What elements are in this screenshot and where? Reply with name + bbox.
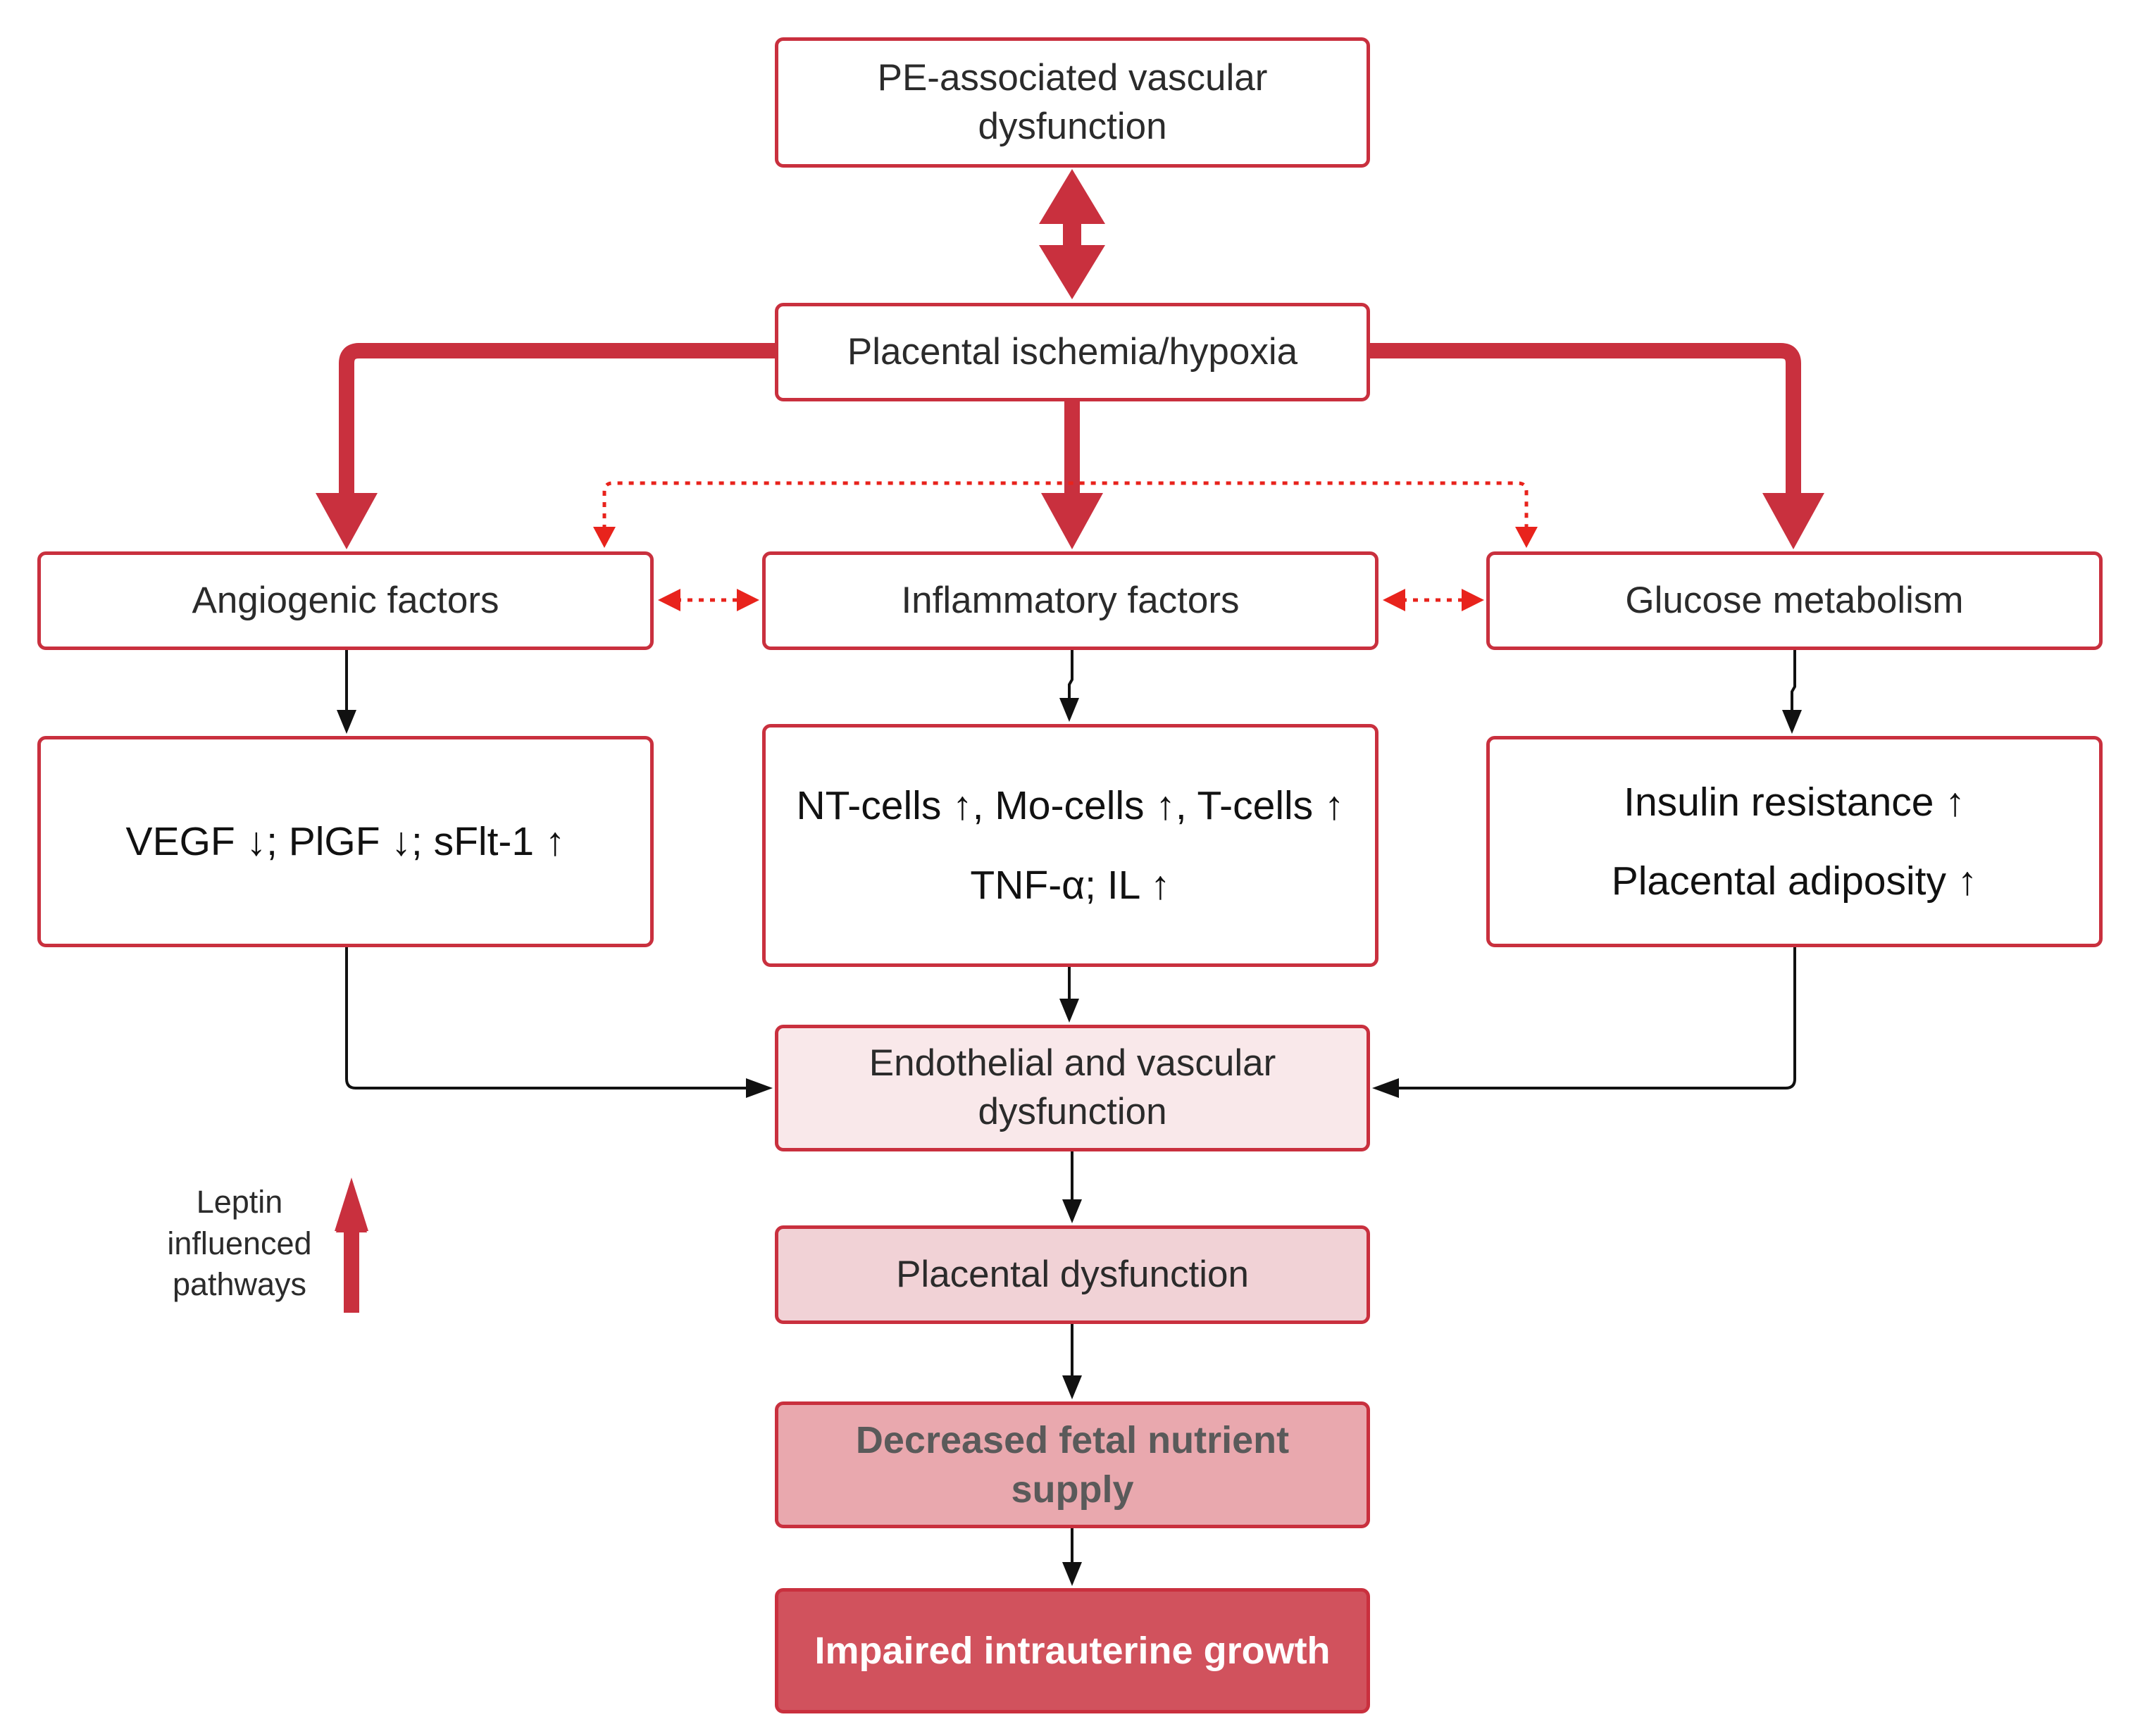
insulin-resistance-box: Insulin resistance ↑ Placental adiposity… <box>1486 736 2103 947</box>
arrow-decreased-to-impaired <box>1062 1528 1082 1586</box>
angiogenic-box-label: Angiogenic factors <box>192 579 499 621</box>
glucose-metabolism-box: Glucose metabolism <box>1486 551 2103 650</box>
endothelial-box-line1: Endothelial and vascular <box>869 1042 1276 1085</box>
vegf-box-label: VEGF ↓; PlGF ↓; sFlt-1 ↑ <box>125 818 566 864</box>
decreased-nutrient-supply-box: Decreased fetal nutrient supply <box>775 1401 1370 1528</box>
insulin-box-line2: Placental adiposity ↑ <box>1611 858 1978 904</box>
dotted-arrow-inflammatory-glucose <box>1383 589 1484 611</box>
endothelial-dysfunction-box: Endothelial and vascular dysfunction <box>775 1025 1370 1151</box>
thick-arrow-to-inflammatory <box>1041 401 1103 549</box>
arrow-insulin-to-endothelial <box>1372 947 1796 1098</box>
immune-cells-box: NT-cells ↑, Mo-cells ↑, T-cells ↑ TNF-α;… <box>762 724 1378 967</box>
vegf-plgf-sflt-box: VEGF ↓; PlGF ↓; sFlt-1 ↑ <box>37 736 654 947</box>
ischemia-box-label: Placental ischemia/hypoxia <box>847 330 1298 373</box>
arrow-endothelial-to-placental <box>1062 1151 1082 1223</box>
leptin-legend-label: Leptin influenced pathways <box>148 1182 331 1306</box>
cells-box-line2: TNF-α; IL ↑ <box>970 862 1171 908</box>
arrow-placental-to-decreased <box>1062 1324 1082 1399</box>
arrow-glucose-to-insulin <box>1782 650 1802 734</box>
arrow-angiogenic-to-vegf <box>337 650 356 734</box>
thick-arrow-to-angiogenic <box>316 343 775 549</box>
pe-box-line1: PE-associated vascular <box>877 56 1268 99</box>
legend-line2: influenced <box>167 1225 312 1261</box>
decreased-box-line1: Decreased fetal nutrient <box>855 1418 1290 1461</box>
endothelial-box-line2: dysfunction <box>978 1091 1167 1132</box>
inflammatory-factors-box: Inflammatory factors <box>762 551 1378 650</box>
legend-line1: Leptin <box>196 1184 283 1220</box>
pe-vascular-dysfunction-box: PE-associated vascular dysfunction <box>775 37 1370 168</box>
inflammatory-box-label: Inflammatory factors <box>901 579 1240 621</box>
impaired-box-label: Impaired intrauterine growth <box>814 1629 1331 1672</box>
angiogenic-factors-box: Angiogenic factors <box>37 551 654 650</box>
dotted-arrow-angiogenic-inflammatory <box>658 589 759 611</box>
leptin-legend-arrow-icon <box>335 1178 368 1313</box>
thick-arrow-to-glucose <box>1370 343 1824 549</box>
cells-box-line1: NT-cells ↑, Mo-cells ↑, T-cells ↑ <box>796 783 1345 829</box>
double-arrow-pe-ischemia <box>1039 169 1105 299</box>
legend-line3: pathways <box>172 1266 307 1302</box>
insulin-box-line1: Insulin resistance ↑ <box>1624 779 1965 825</box>
pe-box-line2: dysfunction <box>978 105 1167 147</box>
placental-dysfunction-box: Placental dysfunction <box>775 1225 1370 1324</box>
arrow-inflammatory-to-cells <box>1059 650 1079 722</box>
placental-ischemia-box: Placental ischemia/hypoxia <box>775 303 1370 401</box>
placental-dysfunction-label: Placental dysfunction <box>896 1253 1249 1295</box>
dotted-arrow-top-bridge <box>593 481 1538 548</box>
impaired-growth-box: Impaired intrauterine growth <box>775 1588 1370 1713</box>
decreased-box-line2: supply <box>1011 1468 1134 1511</box>
arrow-cells-to-endothelial <box>1059 967 1079 1023</box>
glucose-box-label: Glucose metabolism <box>1625 579 1964 621</box>
arrow-vegf-to-endothelial <box>345 947 773 1098</box>
